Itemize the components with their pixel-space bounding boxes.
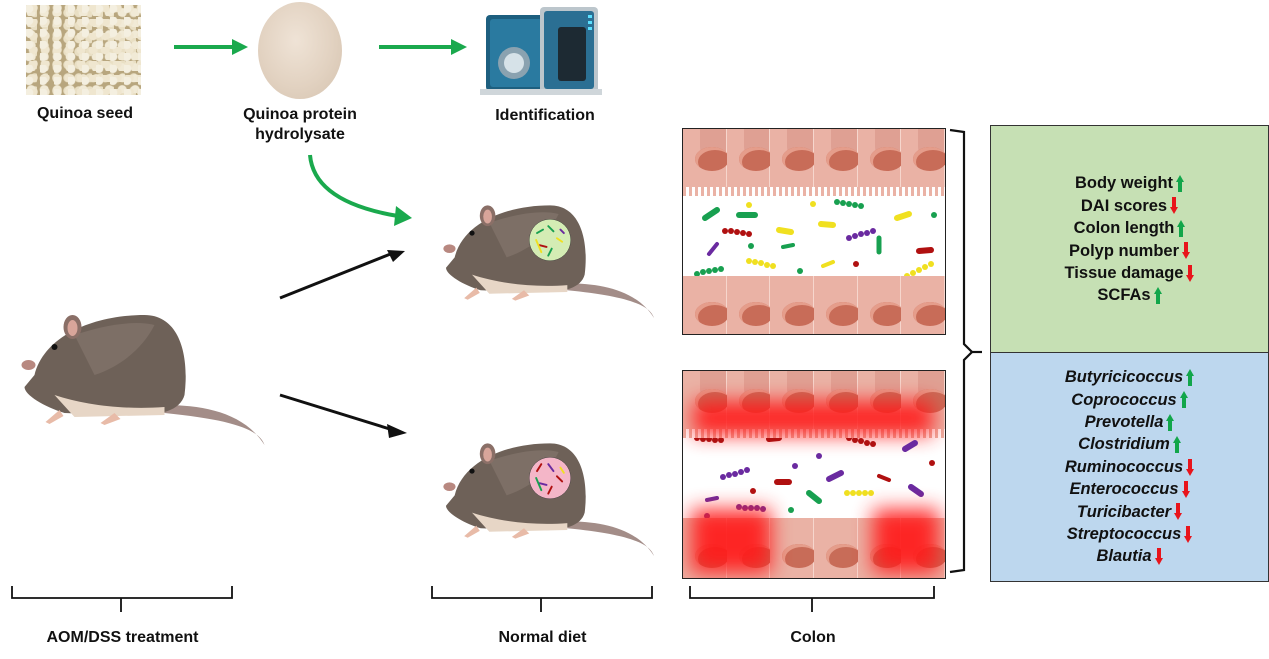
flow-arrow-1 bbox=[174, 39, 248, 55]
summary-item-text: Coprococcus bbox=[1071, 390, 1177, 409]
arrow-up-icon bbox=[1179, 391, 1188, 409]
arrow-down-icon bbox=[1154, 548, 1163, 566]
summary-item-text: Turicibacter bbox=[1076, 502, 1172, 521]
summary-item: Polyp number bbox=[1069, 240, 1190, 262]
identification-label: Identification bbox=[495, 107, 595, 124]
arrow-up-icon bbox=[1166, 413, 1175, 431]
summary-item: Prevotella bbox=[1085, 411, 1175, 433]
summary-item: Enterococcus bbox=[1069, 478, 1190, 500]
summary-item: DAI scores bbox=[1080, 195, 1179, 217]
summary-item-text: Ruminococcus bbox=[1064, 457, 1184, 476]
untreated-mouse bbox=[443, 443, 654, 556]
colon-bracket bbox=[689, 586, 935, 612]
summary-item: Body weight bbox=[1074, 172, 1185, 194]
summary-item: Butyricicoccus bbox=[1064, 366, 1195, 388]
summary-item-text: Clostridium bbox=[1078, 435, 1170, 454]
epithelium-top bbox=[683, 129, 945, 187]
summary-item: Ruminococcus bbox=[1064, 456, 1195, 478]
arrow-down-icon bbox=[1186, 458, 1195, 476]
diet-bracket bbox=[431, 586, 653, 612]
summary-item: Clostridium bbox=[1078, 433, 1181, 455]
damaged-colon-section bbox=[682, 370, 946, 579]
hydrolysate-label: Quinoa protein hydrolysate bbox=[230, 105, 370, 145]
summary-item: Coprococcus bbox=[1071, 389, 1188, 411]
summary-item: Blautia bbox=[1096, 545, 1163, 567]
comparison-bracket bbox=[949, 128, 982, 574]
quinoa-seed-image bbox=[26, 5, 141, 95]
arrow-up-icon bbox=[1153, 287, 1162, 305]
arrow-down-icon bbox=[1186, 264, 1195, 282]
summary-item-text: Polyp number bbox=[1068, 241, 1179, 260]
quinoa-seed-label: Quinoa seed bbox=[36, 105, 134, 122]
dysbiotic-bacteria bbox=[694, 438, 935, 518]
arrow-down-icon bbox=[1174, 503, 1183, 521]
summary-item-text: Streptococcus bbox=[1066, 525, 1182, 544]
summary-item-text: Tissue damage bbox=[1064, 263, 1184, 282]
summary-item: Turicibacter bbox=[1076, 501, 1183, 523]
arrow-to-untreated-mouse bbox=[279, 393, 394, 432]
summary-item-text: Prevotella bbox=[1084, 412, 1164, 431]
inflammation-bottom-left bbox=[691, 509, 771, 573]
arrow-head-down bbox=[387, 424, 407, 438]
summary-item-text: Colon length bbox=[1073, 219, 1175, 238]
arrow-up-icon bbox=[1177, 219, 1186, 237]
summary-item-text: Butyricicoccus bbox=[1064, 368, 1184, 387]
arrow-down-icon bbox=[1181, 480, 1190, 498]
treatment-curved-arrow bbox=[308, 154, 412, 226]
arrow-down-icon bbox=[1182, 242, 1190, 260]
summary-item: Tissue damage bbox=[1065, 262, 1195, 284]
healthy-bacteria bbox=[694, 199, 937, 276]
hydrolysate-label-line1: Quinoa protein bbox=[243, 106, 357, 123]
arrow-down-icon bbox=[1184, 525, 1193, 543]
inflammation-top bbox=[693, 401, 933, 435]
flow-arrow-2 bbox=[379, 39, 467, 55]
summary-item-text: Blautia bbox=[1096, 547, 1152, 566]
summary-item-text: DAI scores bbox=[1080, 196, 1168, 215]
treatment-bracket bbox=[11, 586, 233, 612]
epithelium-bottom bbox=[683, 276, 945, 334]
arrow-down-icon bbox=[1170, 197, 1179, 215]
protein-hydrolysate-image bbox=[258, 2, 342, 99]
diet-label: Normal diet bbox=[498, 629, 587, 646]
treated-mouse bbox=[443, 205, 654, 318]
summary-item: Colon length bbox=[1074, 217, 1186, 239]
arrow-up-icon bbox=[1176, 174, 1185, 192]
hydrolysate-label-line2: hydrolysate bbox=[255, 126, 345, 143]
healthy-colon-section bbox=[682, 128, 946, 335]
arrow-up-icon bbox=[1186, 368, 1195, 386]
arrow-to-treated-mouse bbox=[279, 251, 394, 300]
summary-item: SCFAs bbox=[1097, 284, 1162, 306]
arrow-up-icon bbox=[1172, 436, 1181, 454]
arrow-head-up bbox=[387, 250, 405, 262]
branch-arrows bbox=[279, 250, 407, 438]
summary-item: Streptococcus bbox=[1067, 523, 1193, 545]
colon-label: Colon bbox=[790, 629, 836, 646]
summary-item-text: SCFAs bbox=[1097, 286, 1151, 305]
aom-dss-mouse bbox=[21, 315, 265, 445]
summary-item-text: Body weight bbox=[1074, 174, 1174, 193]
mass-spectrometer-image bbox=[480, 7, 602, 95]
summary-item-text: Enterococcus bbox=[1069, 480, 1179, 499]
inflammation-bottom-right bbox=[873, 509, 939, 573]
treatment-label: AOM/DSS treatment bbox=[46, 629, 199, 646]
